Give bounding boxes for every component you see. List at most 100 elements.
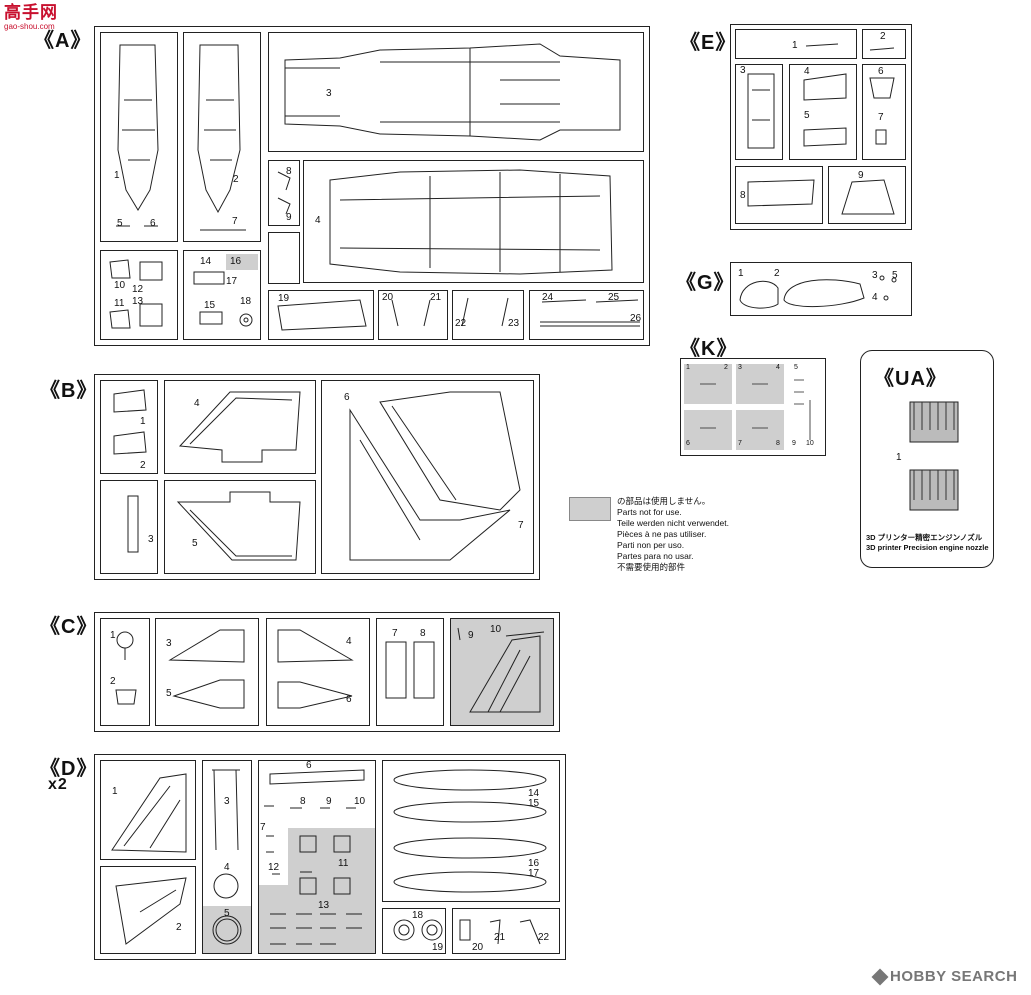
hobby-search-icon — [871, 968, 889, 985]
sprue-g-part-4: 4 — [872, 292, 878, 303]
sprue-a-part-9: 9 — [286, 212, 292, 223]
sprue-c-part-1: 1 — [110, 630, 116, 641]
sprue-b-part-5: 5 — [192, 538, 198, 549]
sprue-a-part-3: 3 — [326, 88, 332, 99]
sprue-b-part-7: 7 — [518, 520, 524, 531]
sprue-k-part-3: 3 — [738, 364, 742, 371]
sprue-d-part-11: 11 — [338, 858, 349, 869]
sprue-ua-frame — [860, 350, 994, 568]
legend-line-fr: Pièces à ne pas utiliser. — [617, 529, 707, 539]
sprue-g-part-3: 3 — [872, 270, 878, 281]
sprue-d-part-18: 18 — [412, 910, 424, 921]
sprue-d-part-5: 5 — [224, 908, 230, 919]
sprue-k-part-8: 8 — [776, 440, 780, 447]
sprue-d-part-16: 16 — [528, 858, 540, 869]
sprue-a-part-21: 21 — [430, 292, 442, 303]
sprue-d-unused-5 — [203, 906, 251, 953]
sprue-a-cell-nose2 — [183, 32, 261, 242]
sprue-a-cell-8-9 — [268, 160, 300, 226]
sprue-a-part-11: 11 — [114, 298, 125, 309]
sprue-k-unused-7-8 — [736, 410, 784, 450]
sprue-a-part-5: 5 — [117, 218, 123, 229]
sprue-e-part-3: 3 — [740, 65, 746, 76]
sprue-ua-part-1: 1 — [896, 452, 902, 463]
sprue-a-part-23: 23 — [508, 318, 520, 329]
sprue-a-part-2: 2 — [233, 174, 239, 185]
sprue-e-cell-2 — [862, 29, 906, 59]
sprue-c-part-5: 5 — [166, 688, 172, 699]
sprue-d-part-12: 12 — [268, 862, 280, 873]
sprue-c-part-9: 9 — [468, 630, 474, 641]
sprue-a-part-6: 6 — [150, 218, 156, 229]
sprue-k-part-1: 1 — [686, 364, 690, 371]
sprue-a-cell-24-26 — [529, 290, 644, 340]
sprue-b-cell-5 — [164, 480, 316, 574]
sprue-a-unused-16 — [226, 254, 258, 270]
sprue-a-cell-19 — [268, 290, 374, 340]
sprue-g-part-5: 5 — [892, 270, 898, 281]
legend-line-en: Parts not for use. — [617, 507, 682, 517]
sprue-a-cell-20-21 — [378, 290, 448, 340]
sprue-c-part-3: 3 — [166, 638, 172, 649]
sprue-e-part-8: 8 — [740, 190, 746, 201]
sprue-d-part-6: 6 — [306, 760, 312, 771]
sprue-b-part-3: 3 — [148, 534, 154, 545]
sprue-b-cell-6-7 — [321, 380, 534, 574]
sprue-d-part-15: 15 — [528, 798, 540, 809]
sprue-d-unused-11-13 — [288, 828, 375, 953]
sprue-a-label: 《A》 — [34, 30, 92, 52]
sprue-a-cell-empty — [268, 232, 300, 284]
sprue-g-label: 《G》 — [676, 272, 735, 294]
sprue-b-part-1: 1 — [140, 416, 146, 427]
sprue-e-part-7: 7 — [878, 112, 884, 123]
sprue-k-unused-6 — [684, 410, 732, 450]
sprue-a-part-26: 26 — [630, 313, 642, 324]
sprue-ua-label: 《UA》 — [874, 368, 947, 390]
sprue-a-part-22: 22 — [455, 318, 467, 329]
legend-line-de: Teile werden nicht verwendet. — [617, 518, 729, 528]
sprue-d-part-10: 10 — [354, 796, 366, 807]
legend-line-zh: 不需要使用的部件 — [617, 562, 686, 572]
sprue-e-part-1: 1 — [792, 40, 798, 51]
sprue-a-part-20: 20 — [382, 292, 394, 303]
sprue-a-part-15: 15 — [204, 300, 216, 311]
sprue-k-label: 《K》 — [680, 338, 738, 360]
sprue-a-cell-10-13 — [100, 250, 178, 340]
sprue-k-part-5: 5 — [794, 364, 798, 371]
sprue-c-part-8: 8 — [420, 628, 426, 639]
sprue-ua-caption-en: 3D printer Precision engine nozzle — [866, 543, 989, 552]
sprue-a-part-24: 24 — [542, 292, 554, 303]
sprue-b-cell-4 — [164, 380, 316, 474]
sprue-c-part-4: 4 — [346, 636, 352, 647]
sprue-b-part-2: 2 — [140, 460, 146, 471]
sprue-b-label: 《B》 — [40, 380, 98, 402]
sprue-k-part-10: 10 — [806, 440, 814, 447]
sprue-d-part-2: 2 — [176, 922, 182, 933]
sprue-a-part-19: 19 — [278, 293, 290, 304]
sprue-g-frame — [730, 262, 912, 316]
sprue-a-part-14: 14 — [200, 256, 212, 267]
sprue-d-label: 《D》 — [40, 758, 98, 780]
legend-line-it: Parti non per uso. — [617, 540, 685, 550]
sprue-d-part-13: 13 — [318, 900, 330, 911]
sprue-d-part-22: 22 — [538, 932, 550, 943]
sprue-a-part-4: 4 — [315, 215, 321, 226]
sprue-c-part-10: 10 — [490, 624, 502, 635]
sprue-e-part-9: 9 — [858, 170, 864, 181]
sprue-k-part-6: 6 — [686, 440, 690, 447]
sprue-a-part-8: 8 — [286, 166, 292, 177]
sprue-d-part-3: 3 — [224, 796, 230, 807]
sprue-c-part-7: 7 — [392, 628, 398, 639]
sprue-a-part-25: 25 — [608, 292, 620, 303]
sprue-a-part-1: 1 — [114, 170, 120, 181]
sprue-d-part-8: 8 — [300, 796, 306, 807]
sprue-d-part-21: 21 — [494, 932, 506, 943]
sprue-e-part-5: 5 — [804, 110, 810, 121]
sprue-d-unused-13b — [259, 885, 289, 953]
